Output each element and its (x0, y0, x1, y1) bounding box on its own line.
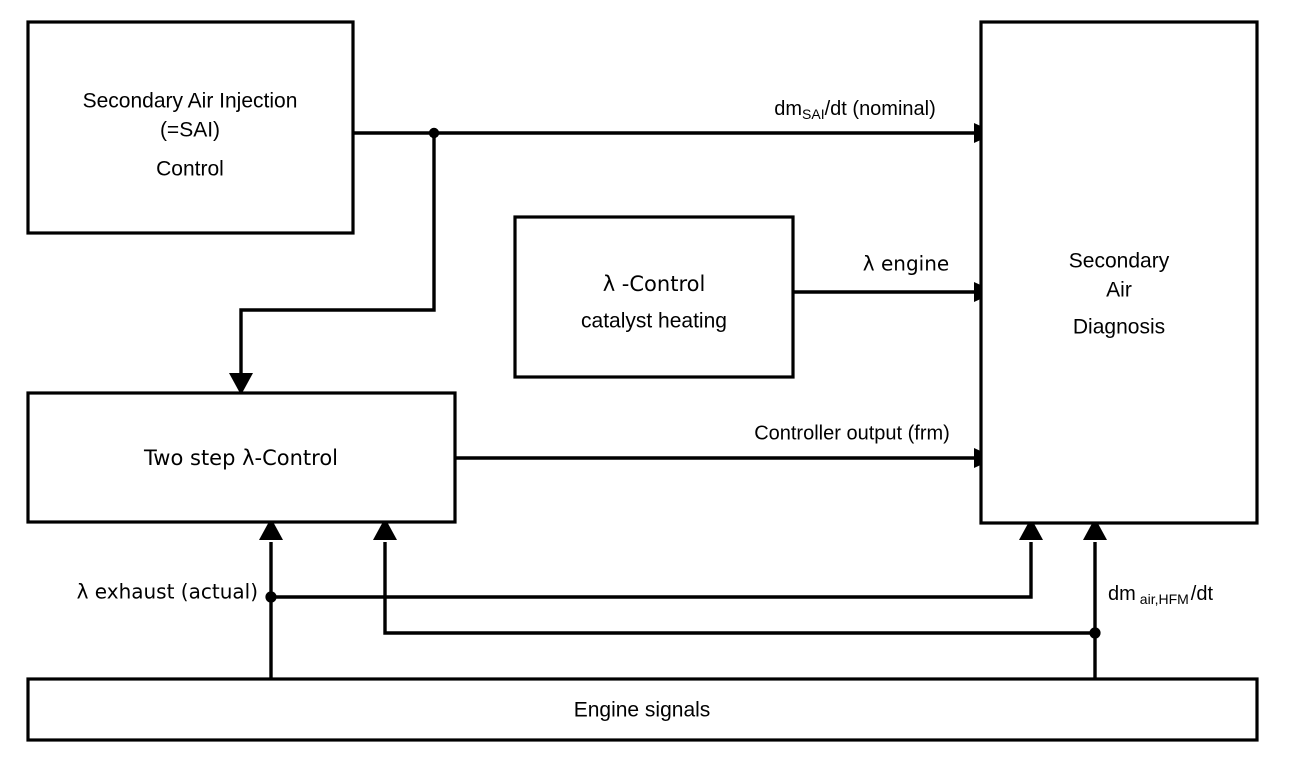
arrowhead-sai-branch (229, 373, 253, 395)
block-two-step-lambda-control-line1: Two step λ-Control (143, 446, 338, 470)
connector-sai-branch-line (239, 133, 436, 375)
connector-controller-output (455, 448, 996, 468)
block-secondary-air-diagnosis-line1: Secondary (1069, 250, 1170, 273)
junction-dot-sai-output (428, 127, 440, 139)
signal-label-controller-output: Controller output (frm) (754, 422, 950, 444)
signal-label-lambda-engine: λ engine (863, 252, 949, 276)
block-sai-control[interactable]: Secondary Air Injection (=SAI) Control (26, 20, 355, 235)
signal-label-dm-air-hfm-prefix: dm (1108, 583, 1136, 605)
signal-label-dm-sai-subscript: SAI (802, 106, 825, 122)
connector-dm-air-hfm-to-two-step (383, 542, 1095, 635)
block-two-step-lambda-control-rect[interactable] (26, 391, 457, 524)
signal-label-dm-air-hfm-suffix: /dt (1191, 583, 1214, 605)
junction-dot-dm-air-hfm (1089, 627, 1101, 639)
block-lambda-catalyst-heating-line2: catalyst heating (581, 310, 727, 333)
connector-lambda-exhaust (259, 518, 1043, 679)
block-engine-signals-line1: Engine signals (574, 699, 711, 722)
connector-dm-sai (353, 123, 996, 143)
block-secondary-air-diagnosis-line2: Air (1106, 279, 1132, 302)
connector-sai-to-two-step (229, 133, 436, 395)
signal-label-dm-sai-suffix: /dt (nominal) (825, 98, 936, 120)
signal-label-dm-sai: dmSAI/dt (nominal) (774, 98, 936, 121)
junction-dot-lambda-exhaust (265, 591, 277, 603)
block-lambda-catalyst-heating-rect[interactable] (513, 215, 795, 379)
block-two-step-lambda-control[interactable]: Two step λ-Control (26, 391, 457, 524)
signal-label-lambda-exhaust: λ exhaust (actual) (77, 580, 258, 604)
arrowhead-lambda-exhaust-left (259, 518, 283, 540)
block-engine-signals-rect[interactable] (26, 677, 1259, 742)
block-sai-control-line2: (=SAI) (160, 119, 220, 142)
block-sai-control-line1: Secondary Air Injection (83, 90, 298, 113)
block-secondary-air-diagnosis[interactable]: Secondary Air Diagnosis (979, 20, 1259, 525)
signal-label-dm-sai-prefix: dm (774, 98, 802, 120)
block-engine-signals[interactable]: Engine signals (26, 677, 1259, 742)
arrowhead-dm-air-hfm-right (1083, 518, 1107, 540)
connector-lambda-exhaust-to-diagnosis (271, 542, 1033, 599)
arrowhead-lambda-exhaust-right (1019, 518, 1043, 540)
block-lambda-catalyst-heating-line1: λ -Control (603, 272, 706, 296)
block-sai-control-rect[interactable] (26, 20, 355, 235)
block-lambda-catalyst-heating[interactable]: λ -Control catalyst heating (513, 215, 795, 379)
arrowhead-dm-air-hfm-left (373, 518, 397, 540)
block-secondary-air-diagnosis-rect[interactable] (979, 20, 1259, 525)
block-secondary-air-diagnosis-line3: Diagnosis (1073, 316, 1165, 339)
block-sai-control-line3: Control (156, 158, 224, 181)
connector-lambda-engine (793, 282, 996, 302)
connector-dm-air-hfm (373, 518, 1107, 679)
signal-label-dm-air-hfm-subscript: air,HFM (1140, 591, 1189, 607)
